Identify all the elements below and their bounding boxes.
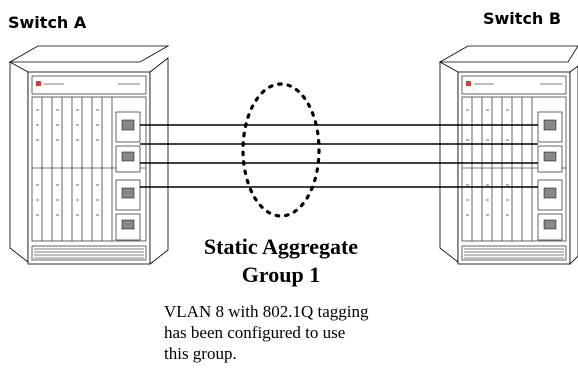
switch-a-chassis xyxy=(8,45,170,265)
switch-a-label: Switch A xyxy=(8,13,87,32)
switch-b-chassis xyxy=(438,45,578,265)
switch-b-label: Switch B xyxy=(483,9,561,28)
aggregate-group-ellipse xyxy=(241,82,321,218)
description-line-2: has been configured to use xyxy=(164,323,345,342)
group-title-line-2: Group 1 xyxy=(242,262,320,287)
description-line-3: this group. xyxy=(164,344,237,363)
description-line-1: VLAN 8 with 802.1Q tagging xyxy=(164,302,369,321)
logo-icon xyxy=(466,81,471,86)
logo-icon xyxy=(36,81,41,86)
group-title-line-1: Static Aggregate xyxy=(204,234,358,259)
